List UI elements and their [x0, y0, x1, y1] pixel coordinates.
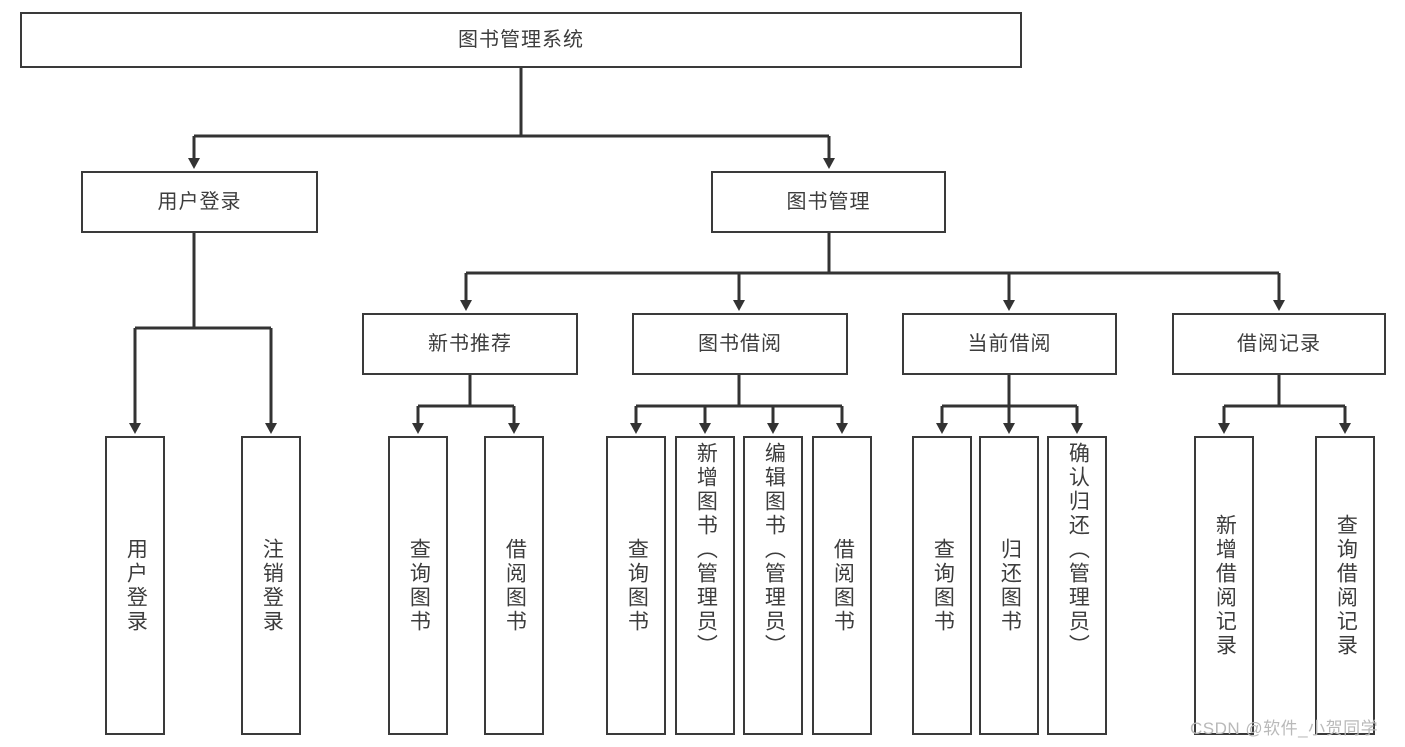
node-leaf-query-book-2[interactable]: 查询图书	[606, 436, 666, 735]
node-leaf-query-book-3[interactable]: 查询图书	[912, 436, 972, 735]
node-leaf-borrow-book-1[interactable]: 借阅图书	[484, 436, 544, 735]
node-book-borrow[interactable]: 图书借阅	[632, 313, 848, 375]
node-leaf-add-record-label: 新增借阅记录	[1213, 513, 1237, 658]
node-current-borrow[interactable]: 当前借阅	[902, 313, 1117, 375]
node-leaf-user-login-label: 用户登录	[124, 537, 148, 634]
node-borrow-record[interactable]: 借阅记录	[1172, 313, 1386, 375]
node-leaf-user-login[interactable]: 用户登录	[105, 436, 165, 735]
node-leaf-add-record[interactable]: 新增借阅记录	[1194, 436, 1254, 735]
node-root-label: 图书管理系统	[458, 29, 584, 51]
node-user-login-label: 用户登录	[157, 191, 242, 213]
node-leaf-return-book-label: 归还图书	[998, 537, 1022, 634]
node-leaf-query-book-2-label: 查询图书	[625, 537, 649, 634]
node-leaf-borrow-book-2-label: 借阅图书	[831, 537, 855, 634]
node-leaf-confirm-return-label: 确认归还（管理员）	[1066, 442, 1090, 658]
node-leaf-borrow-book-2[interactable]: 借阅图书	[812, 436, 872, 735]
node-book-manage[interactable]: 图书管理	[711, 171, 946, 233]
node-root[interactable]: 图书管理系统	[20, 12, 1022, 68]
node-leaf-query-book-3-label: 查询图书	[931, 537, 955, 634]
node-leaf-add-book-label: 新增图书（管理员）	[694, 442, 718, 658]
node-book-manage-label: 图书管理	[786, 191, 871, 213]
node-leaf-query-book-1-label: 查询图书	[407, 537, 431, 634]
node-leaf-borrow-book-1-label: 借阅图书	[503, 537, 527, 634]
node-leaf-edit-book-label: 编辑图书（管理员）	[762, 442, 786, 658]
node-new-book-rec[interactable]: 新书推荐	[362, 313, 578, 375]
node-leaf-add-book[interactable]: 新增图书（管理员）	[675, 436, 735, 735]
node-leaf-edit-book[interactable]: 编辑图书（管理员）	[743, 436, 803, 735]
node-leaf-query-record[interactable]: 查询借阅记录	[1315, 436, 1375, 735]
node-leaf-confirm-return[interactable]: 确认归还（管理员）	[1047, 436, 1107, 735]
node-leaf-query-record-label: 查询借阅记录	[1334, 513, 1358, 658]
node-leaf-logout-label: 注销登录	[260, 537, 284, 634]
node-user-login[interactable]: 用户登录	[81, 171, 318, 233]
node-leaf-query-book-1[interactable]: 查询图书	[388, 436, 448, 735]
node-new-book-rec-label: 新书推荐	[428, 333, 512, 355]
node-book-borrow-label: 图书借阅	[698, 333, 782, 355]
node-leaf-logout[interactable]: 注销登录	[241, 436, 301, 735]
node-borrow-record-label: 借阅记录	[1237, 333, 1321, 355]
node-leaf-return-book[interactable]: 归还图书	[979, 436, 1039, 735]
node-current-borrow-label: 当前借阅	[967, 333, 1052, 355]
